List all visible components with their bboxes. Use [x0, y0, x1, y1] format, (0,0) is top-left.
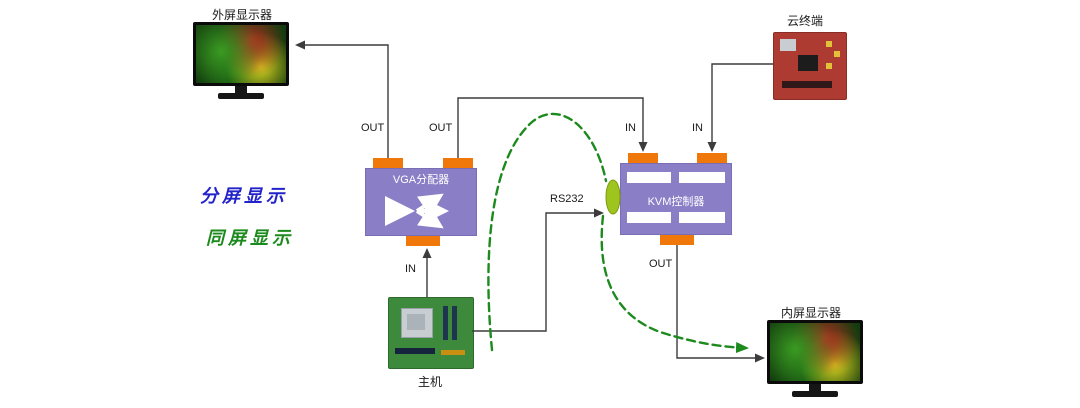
- vga-in-label: IN: [404, 263, 417, 275]
- board-component: [780, 39, 796, 51]
- vga-out1-label: OUT: [360, 122, 386, 134]
- monitor-base: [792, 391, 838, 397]
- kvm-controller-box: KVM控制器: [620, 163, 732, 235]
- splitter-arrows-icon: [385, 193, 449, 229]
- cloud-terminal-label: 云终端: [787, 14, 824, 28]
- wire-vga-out2-to-kvm-in1: [457, 97, 648, 158]
- vga-splitter-title: VGA分配器: [392, 174, 450, 186]
- host-board: [388, 297, 474, 369]
- ram-slot: [443, 306, 448, 340]
- wire-vga-out1-to-external-display: [295, 40, 389, 158]
- cloud-terminal-board: [773, 32, 847, 100]
- same-screen-annotation: 同屏显示: [206, 228, 294, 249]
- kvm-slot: [679, 212, 725, 223]
- vga-in-port: [406, 236, 440, 246]
- board-component: [441, 350, 465, 355]
- monitor-base: [218, 93, 264, 99]
- vga-out-port-1: [373, 158, 403, 168]
- wire-cloud-terminal-to-kvm-in2: [707, 63, 773, 152]
- kvm-in-port-1: [628, 153, 658, 163]
- kvm-out-label: OUT: [648, 258, 674, 270]
- external-display-monitor: [193, 22, 289, 99]
- internal-display-monitor: [767, 320, 863, 397]
- monitor-neck: [809, 384, 821, 391]
- board-component: [798, 55, 818, 71]
- board-component: [395, 348, 435, 354]
- internal-display-screen: [767, 320, 863, 384]
- vga-out2-label: OUT: [428, 122, 454, 134]
- rs232-connector: [605, 179, 621, 215]
- board-component: [826, 41, 832, 47]
- vga-splitter-box: VGA分配器: [365, 168, 477, 236]
- kvm-in-port-2: [697, 153, 727, 163]
- external-display-screen: [193, 22, 289, 86]
- board-component: [407, 314, 425, 330]
- internal-display-label: 内屏显示器: [781, 306, 842, 320]
- kvm-slot: [627, 212, 671, 223]
- wire-host-rs232-to-kvm: [472, 208, 604, 332]
- wire-kvm-out-to-internal-display: [676, 245, 765, 363]
- board-component: [834, 51, 840, 57]
- kvm-slot: [679, 172, 725, 183]
- board-component: [782, 81, 832, 88]
- kvm-in1-label: IN: [624, 122, 637, 134]
- split-screen-annotation: 分屏显示: [200, 186, 288, 207]
- cpu-chip: [401, 308, 433, 338]
- external-display-label: 外屏显示器: [212, 8, 273, 22]
- board-component: [826, 63, 832, 69]
- internal-display-image: [770, 323, 860, 381]
- ram-slot: [452, 306, 457, 340]
- kvm-slot: [627, 172, 671, 183]
- kvm-controller-title: KVM控制器: [647, 196, 705, 208]
- kvm-in2-label: IN: [691, 122, 704, 134]
- kvm-out-port: [660, 235, 694, 245]
- external-display-image: [196, 25, 286, 83]
- host-label: 主机: [418, 375, 443, 389]
- rs232-label: RS232: [549, 193, 585, 205]
- vga-out-port-2: [443, 158, 473, 168]
- monitor-neck: [235, 86, 247, 93]
- dashed-path-same-screen-up: [487, 112, 608, 352]
